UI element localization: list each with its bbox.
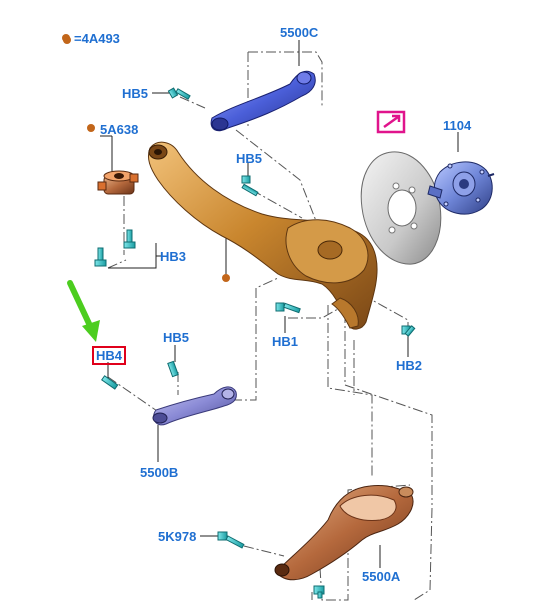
legend-label: 4A493 <box>81 31 120 46</box>
trailing-arm-knuckle[interactable] <box>147 141 378 330</box>
wheel-hub-1104[interactable] <box>427 161 495 215</box>
bolt-hb2[interactable] <box>401 325 416 337</box>
bolt-hb3-a[interactable] <box>123 229 136 249</box>
bolt-hb5-low[interactable] <box>167 360 179 378</box>
bushing-5a638[interactable] <box>97 170 139 195</box>
callout-dot <box>222 274 230 282</box>
legend-symbol: = <box>74 31 82 46</box>
dust-shield[interactable] <box>360 151 442 265</box>
label-hb4-highlighted[interactable]: HB4 <box>91 346 127 365</box>
label-hb5-mid[interactable]: HB5 <box>236 151 263 166</box>
label-hb5-low[interactable]: HB5 <box>163 330 190 345</box>
label-1104[interactable]: 1104 <box>443 118 472 133</box>
label-hb1[interactable]: HB1 <box>272 334 299 349</box>
lateral-link-5500b[interactable] <box>152 386 237 426</box>
diagonal-arrow-icon[interactable] <box>376 110 406 134</box>
bolt-hb3-b[interactable] <box>94 247 107 267</box>
upper-arm-5500c[interactable] <box>210 70 316 132</box>
bolt-hb4[interactable] <box>101 375 119 390</box>
callout-dot-5a638 <box>87 124 95 132</box>
green-pointer-arrow <box>67 280 100 342</box>
label-hb5-top[interactable]: HB5 <box>122 86 149 101</box>
label-5500a[interactable]: 5500A <box>362 569 401 584</box>
spring-arm-5500a[interactable] <box>274 485 414 581</box>
label-5k978[interactable]: 5K978 <box>158 529 197 544</box>
label-hb3[interactable]: HB3 <box>160 249 187 264</box>
bolt-hb5-mid[interactable] <box>241 175 259 197</box>
legend-bullet <box>63 35 71 44</box>
bolt-hb1[interactable] <box>275 302 301 314</box>
legend: =4A493 <box>63 31 120 46</box>
bolt-5500a-end[interactable] <box>313 585 325 599</box>
label-5500c[interactable]: 5500C <box>280 25 319 40</box>
leader-lines <box>100 40 459 568</box>
label-5a638[interactable]: 5A638 <box>100 122 139 137</box>
label-hb2[interactable]: HB2 <box>396 358 423 373</box>
label-5500b[interactable]: 5500B <box>140 465 179 480</box>
bolt-hb5-top[interactable] <box>167 87 191 100</box>
bolt-5k978[interactable] <box>217 531 245 549</box>
